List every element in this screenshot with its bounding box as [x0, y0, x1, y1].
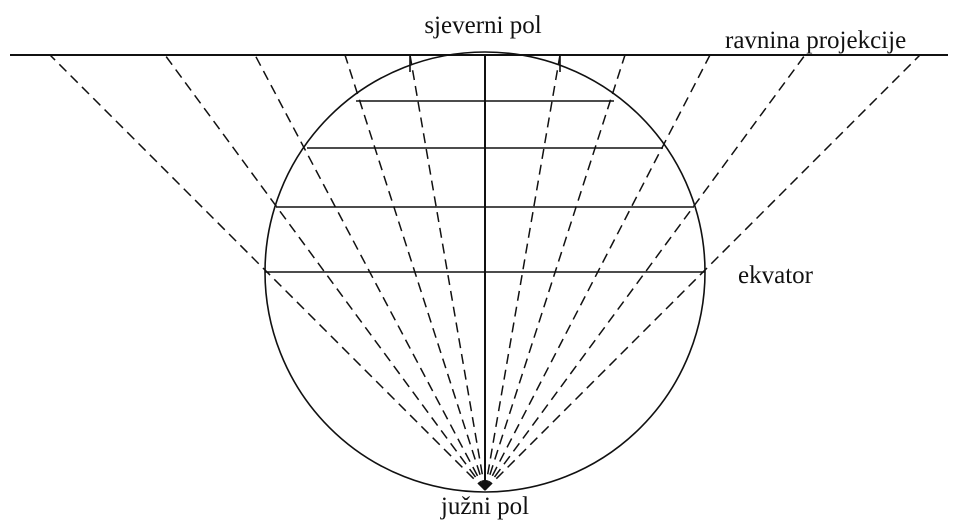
projection-ray [484, 54, 711, 491]
projection-ray [409, 54, 486, 491]
equator-label: ekvator [738, 262, 814, 289]
projection-ray [49, 54, 486, 491]
projection-plane-label: ravnina projekcije [725, 27, 906, 54]
projection-ray [484, 54, 626, 491]
parallels [265, 100, 705, 273]
north-pole-label: sjeverni pol [424, 12, 541, 39]
south-pole-label: južni pol [440, 493, 529, 520]
projection-ray [484, 54, 561, 491]
projection-rays [49, 54, 921, 491]
projection-ray [254, 54, 486, 491]
projection-ray [344, 54, 486, 491]
projection-ray [484, 54, 806, 491]
projection-ray [164, 54, 486, 491]
projection-ray [484, 54, 921, 491]
